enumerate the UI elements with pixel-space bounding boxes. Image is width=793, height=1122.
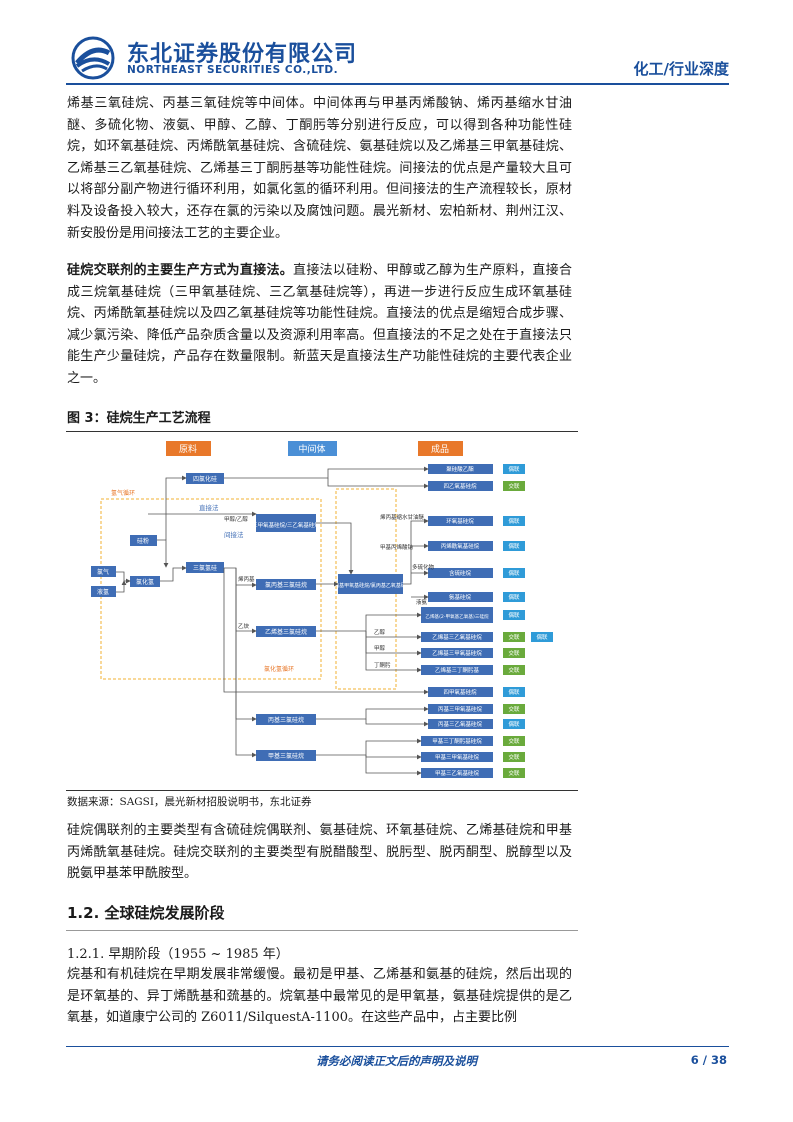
col-header-prod	[418, 441, 463, 456]
company-name-cn: 东北证券股份有限公司	[127, 42, 358, 67]
edge-direct: 直接法	[199, 503, 219, 512]
paragraph-body: 直接法以硅粉、甲醇或乙醇为生产原料，直接合成三烷氧基硅烷（三甲氧基硅烷、三乙氧基…	[67, 263, 572, 386]
raw-hydrogen: 液氢	[97, 588, 109, 596]
figure-title: 图 3：硅烷生产工艺流程	[67, 411, 211, 426]
tag-coupling: 偶联	[536, 633, 548, 641]
prod-7: 乙烯基三乙氧基硅烷	[432, 633, 482, 641]
tag-crosslink: 交联	[508, 666, 520, 674]
footer-disclaimer: 请务必阅读正文后的声明及说明	[316, 1054, 477, 1068]
page-number: 6 / 38	[690, 1053, 727, 1067]
figure-source: 数据来源：SAGSI，晨光新材招股说明书，东北证券	[67, 796, 312, 808]
tag-coupling: 偶联	[508, 569, 520, 577]
mid-vinyltrichlorosilane: 乙烯基三氯硅烷	[265, 628, 307, 636]
col-header-mid-label: 中间体	[298, 443, 325, 455]
col-header-raw-label: 原料	[179, 443, 197, 455]
raw-sicl4: 四氯化硅	[193, 475, 217, 483]
tag-coupling: 偶联	[508, 611, 520, 619]
edge-ethanol: 乙醇	[374, 628, 386, 636]
mid-methyltrichlorosilane: 甲基三氯硅烷	[268, 752, 304, 760]
prod-9: 乙烯基三丁酮肟基	[435, 666, 480, 674]
paragraph-direct-method: 硅烷交联剂的主要生产方式为直接法。直接法以硅粉、甲醇或乙醇为生产原料，直接合成三…	[67, 260, 572, 390]
prod-8: 乙烯基三甲氧基硅烷	[432, 649, 482, 657]
tag-coupling: 偶联	[508, 542, 520, 550]
prod-1: 四乙氧基硅烷	[443, 482, 477, 490]
edge-labels: 直接法 间接法 甲醇/乙醇 烯丙基 乙炔 烯丙基缩水甘油醚 甲基丙烯酸钠 多硫化…	[199, 503, 435, 669]
paragraph-lead: 硅烷交联剂的主要生产方式为直接法。	[67, 263, 294, 278]
edge-methacrylate: 甲基丙烯酸钠	[380, 543, 414, 551]
flow-connectors	[116, 466, 429, 776]
raw-silicon-powder: 硅粉	[137, 537, 149, 545]
tag-crosslink: 交联	[508, 705, 520, 713]
prod-3: 丙烯酰氧基硅烷	[441, 542, 480, 550]
paragraph-silane-types: 硅烷偶联剂的主要类型有含硫硅烷偶联剂、氨基硅烷、环氧基硅烷、乙烯基硅烷和甲基丙烯…	[67, 823, 572, 882]
raw-chlorine: 氯气	[97, 568, 109, 576]
mid-chloropropylalkoxysilane: 氯丙基甲氧基硅烷/氯丙基乙氧基硅烷	[329, 582, 411, 589]
paragraph-early-stage: 烷基和有机硅烷在早期发展非常缓慢。最初是甲基、乙烯基和氨基的硅烷，然后出现的是环…	[67, 967, 572, 1026]
tag-coupling: 偶联	[508, 688, 520, 696]
prod-0: 聚硅酸乙酯	[446, 465, 474, 473]
prod-10: 四甲氧基硅烷	[443, 688, 477, 696]
intermediate-nodes: 三甲氧基硅烷/三乙氧基硅烷 氯丙基三氯硅烷 乙烯基三氯硅烷 氯丙基甲氧基硅烷/氯…	[252, 514, 411, 761]
tag-coupling: 偶联	[508, 720, 520, 728]
tag-crosslink: 交联	[508, 649, 520, 657]
edge-methanol-ethanol: 甲醇/乙醇	[224, 515, 248, 523]
mid-trialkoxysilane: 三甲氧基硅烷/三乙氧基硅烷	[252, 521, 320, 529]
edge-acetylene: 乙炔	[238, 622, 250, 630]
tag-crosslink: 交联	[508, 633, 520, 641]
edge-allyl: 烯丙基	[238, 575, 255, 583]
tag-crosslink: 交联	[508, 753, 520, 761]
mid-propyltrichlorosilane: 丙基三氯硅烷	[268, 716, 304, 724]
edge-label-h2-loop: 氢气循环	[111, 489, 135, 497]
col-header-prod-label: 成品	[431, 443, 449, 455]
prod-4: 含硫硅烷	[449, 569, 472, 577]
prod-12: 丙基三乙氧基硅烷	[438, 720, 483, 728]
figure-bottom-rule	[66, 790, 578, 791]
product-tags: 偶联 交联 偶联 偶联 偶联 偶联 偶联 交联 偶联 交联 交联 偶联 交联 偶…	[503, 464, 553, 778]
tag-crosslink: 交联	[508, 769, 520, 777]
tag-coupling: 偶联	[508, 517, 520, 525]
footer-rule	[66, 1046, 729, 1047]
edge-indirect: 间接法	[224, 530, 244, 539]
prod-13: 甲基三丁酮肟基硅烷	[432, 737, 482, 745]
figure-top-rule	[66, 431, 578, 432]
section-rule	[66, 930, 578, 931]
process-flow-diagram: 原料 中间体 成品 氢气循环 氯化氢循环 氯气 液氢 硅粉 氯化氢 三氯氢硅 四…	[91, 441, 553, 778]
col-header-mid	[288, 441, 337, 456]
tag-crosslink: 交联	[508, 482, 520, 490]
prod-5: 氨基硅烷	[449, 593, 472, 601]
prod-6: 乙烯基(2-甲氧基乙氧基)三硅烷	[425, 613, 489, 620]
prod-14: 甲基三甲氧基硅烷	[435, 753, 480, 761]
edge-polysulfide: 多硫化物	[412, 563, 435, 571]
subsection-title: 1.2.1. 早期阶段（1955 ~ 1985 年）	[67, 947, 289, 962]
col-header-raw	[166, 441, 211, 456]
prod-11: 丙基三甲氧基硅烷	[438, 705, 483, 713]
tag-coupling: 偶联	[508, 465, 520, 473]
edge-label-hcl-loop: 氯化氢循环	[264, 665, 294, 673]
tag-coupling: 偶联	[508, 593, 520, 601]
product-nodes: 聚硅酸乙酯 四乙氧基硅烷 环氧基硅烷 丙烯酰氧基硅烷 含硫硅烷 氨基硅烷 乙烯基…	[421, 464, 493, 778]
company-logo	[71, 36, 115, 80]
edge-glycidyl: 烯丙基缩水甘油醚	[380, 513, 425, 521]
raw-trichlorosilane: 三氯氢硅	[193, 564, 217, 572]
report-type: 化工/行业深度	[633, 60, 729, 78]
prod-2: 环氧基硅烷	[446, 517, 474, 525]
paragraph-indirect-method: 烯基三氧硅烷、丙基三氧硅烷等中间体。中间体再与甲基丙烯酸钠、烯丙基缩水甘油醚、多…	[67, 96, 572, 241]
edge-methanol: 甲醇	[374, 644, 386, 652]
raw-nodes: 氯气 液氢 硅粉 氯化氢 三氯氢硅 四氯化硅	[91, 473, 224, 597]
edge-butanone-oxime: 丁酮肟	[374, 662, 391, 669]
section-title: 1.2. 全球硅烷发展阶段	[67, 904, 225, 922]
tag-crosslink: 交联	[508, 737, 520, 745]
edge-ammonia: 液氨	[416, 598, 428, 606]
prod-15: 甲基三乙氧基硅烷	[435, 769, 480, 777]
company-name-en: NORTHEAST SECURITIES CO.,LTD.	[127, 64, 339, 76]
mid-chloropropyltrichlorosilane: 氯丙基三氯硅烷	[265, 581, 307, 589]
header-rule	[66, 83, 729, 85]
raw-hcl: 氯化氢	[136, 578, 154, 586]
